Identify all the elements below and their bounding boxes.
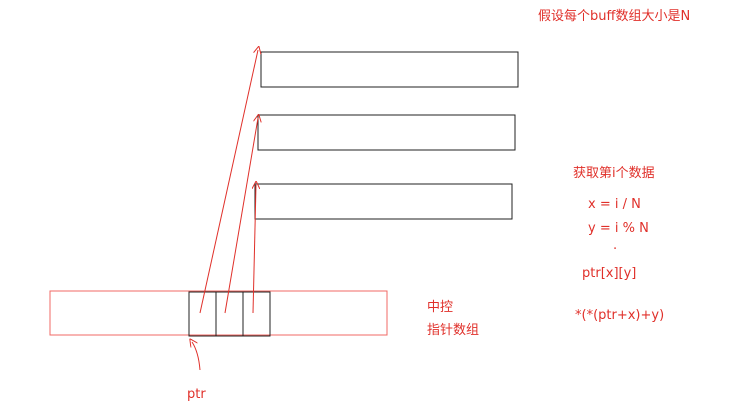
- pointer-cell-3: [242, 291, 271, 337]
- arrow-cell3-to-buffer3: [253, 185, 256, 314]
- buffer-array-2: [257, 114, 516, 151]
- buffer-array-3: [254, 183, 513, 220]
- arrow-cell2-to-buffer2: [224, 118, 258, 314]
- buffer-array-1: [260, 51, 519, 88]
- assumption-label: 假设每个buff数组大小是N: [538, 8, 690, 24]
- x-formula: x = i / N: [588, 197, 641, 212]
- dot-mark: ·: [613, 242, 617, 257]
- ptr-deref-label: *(*(ptr+x)+y): [575, 308, 664, 323]
- central-label-2: 指针数组: [427, 323, 479, 338]
- pointer-cell-2: [215, 291, 244, 337]
- ptr-arrow: [192, 342, 201, 371]
- y-formula: y = i % N: [588, 221, 649, 236]
- ptr-label: ptr: [187, 387, 206, 402]
- get-ith-label: 获取第i个数据: [573, 166, 655, 181]
- pointer-cell-1: [188, 291, 217, 337]
- ptr-index-label: ptr[x][y]: [582, 266, 636, 281]
- central-pointer-array: [49, 290, 388, 336]
- arrow-cell1-to-buffer1: [199, 50, 258, 314]
- central-label-1: 中控: [427, 300, 453, 315]
